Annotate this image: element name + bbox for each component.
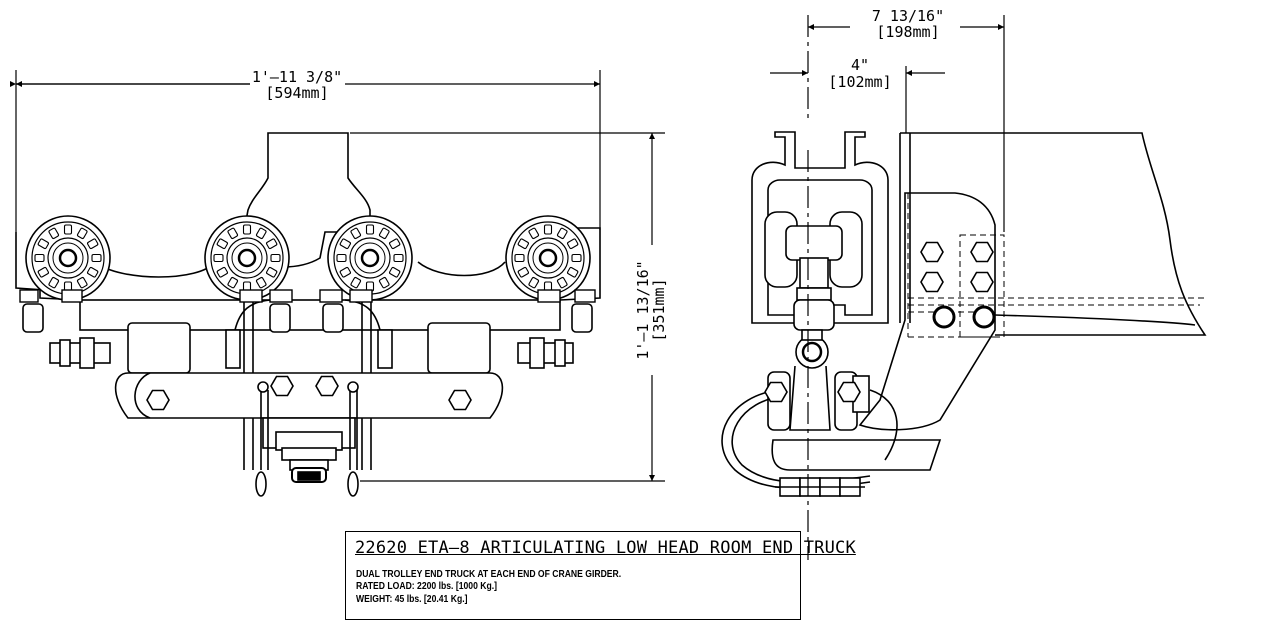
front-view-hardware: [19, 289, 596, 411]
dim-offset-large: 7 13/16": [872, 7, 944, 25]
side-view-dimensions: [770, 15, 1005, 560]
side-view-hardware: [764, 241, 996, 403]
drawing-title: 22620 ETA–8 ARTICULATING LOW HEAD ROOM E…: [355, 538, 856, 558]
dim-overall-height: 1'–1 13/16": [634, 260, 652, 359]
front-view: [15, 132, 601, 497]
description-line-1: DUAL TROLLEY END TRUCK AT EACH END OF CR…: [356, 568, 622, 580]
side-view: [721, 131, 1207, 497]
dim-overall-width-metric: [594mm]: [265, 84, 328, 102]
dim-offset-small-metric: [102mm]: [828, 73, 891, 91]
dim-offset-small: 4": [851, 56, 869, 74]
description-line-3: WEIGHT: 45 lbs. [20.41 Kg.]: [356, 593, 468, 605]
title-block: 22620 ETA–8 ARTICULATING LOW HEAD ROOM E…: [345, 531, 856, 620]
dim-overall-height-metric: [351mm]: [650, 278, 668, 341]
front-view-dimensions: [10, 70, 665, 482]
dim-offset-large-metric: [198mm]: [876, 23, 939, 41]
dim-overall-width: 1'–11 3/8": [252, 68, 342, 86]
description-line-2: RATED LOAD: 2200 lbs. [1000 Kg.]: [356, 580, 497, 592]
